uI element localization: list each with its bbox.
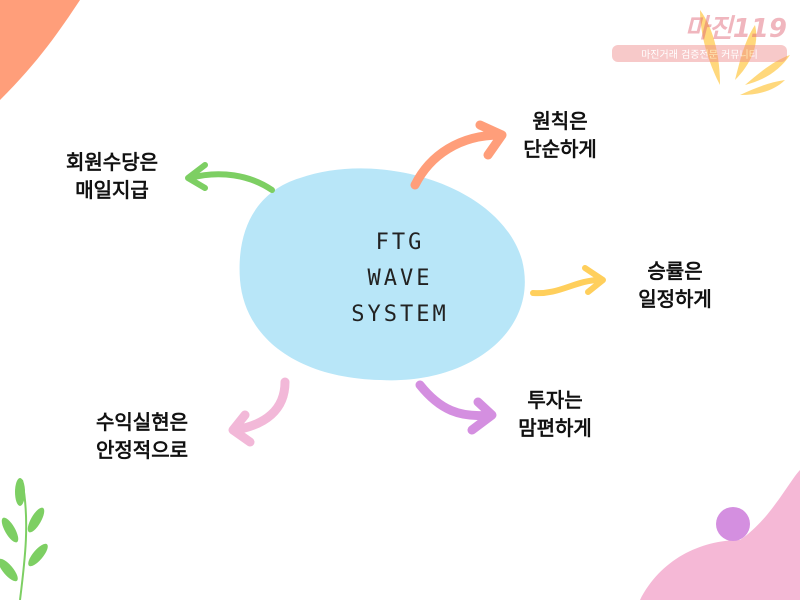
center-line-3: SYSTEM xyxy=(351,302,449,327)
arrow-green xyxy=(185,162,275,193)
arrow-pink xyxy=(228,377,290,447)
arrow-purple xyxy=(415,380,497,435)
center-line-1: FTG xyxy=(375,230,425,255)
corner-blob-bottom-right xyxy=(640,470,800,600)
node-line: 맘편하게 xyxy=(518,416,592,440)
watermark-brand: 마진119 xyxy=(684,14,787,44)
center-line-2: WAVE xyxy=(367,266,433,291)
watermark-logo: 마진119 마진거래 검증전문 커뮤니티 xyxy=(612,8,787,62)
corner-blob-top-left xyxy=(0,0,80,100)
node-line: 회원수당은 xyxy=(66,150,158,174)
node-line: 단순하게 xyxy=(523,137,597,161)
purple-dot xyxy=(716,507,750,541)
node-line: 일정하게 xyxy=(638,287,712,311)
node-line: 안정적으로 xyxy=(96,438,188,462)
watermark-tagline: 마진거래 검증전문 커뮤니티 xyxy=(612,45,787,62)
leaf-decoration xyxy=(0,478,48,600)
arrow-yellow xyxy=(530,265,606,297)
node-line: 수익실현은 xyxy=(96,410,188,434)
center-blob xyxy=(239,168,525,381)
node-line: 승률은 xyxy=(647,259,703,283)
splash-decoration xyxy=(700,10,790,95)
node-line: 매일지급 xyxy=(75,178,149,202)
node-line: 원칙은 xyxy=(532,109,588,133)
node-line: 투자는 xyxy=(527,388,583,412)
center-title: FTG WAVE SYSTEM xyxy=(300,225,500,333)
arrow-orange xyxy=(410,120,507,190)
